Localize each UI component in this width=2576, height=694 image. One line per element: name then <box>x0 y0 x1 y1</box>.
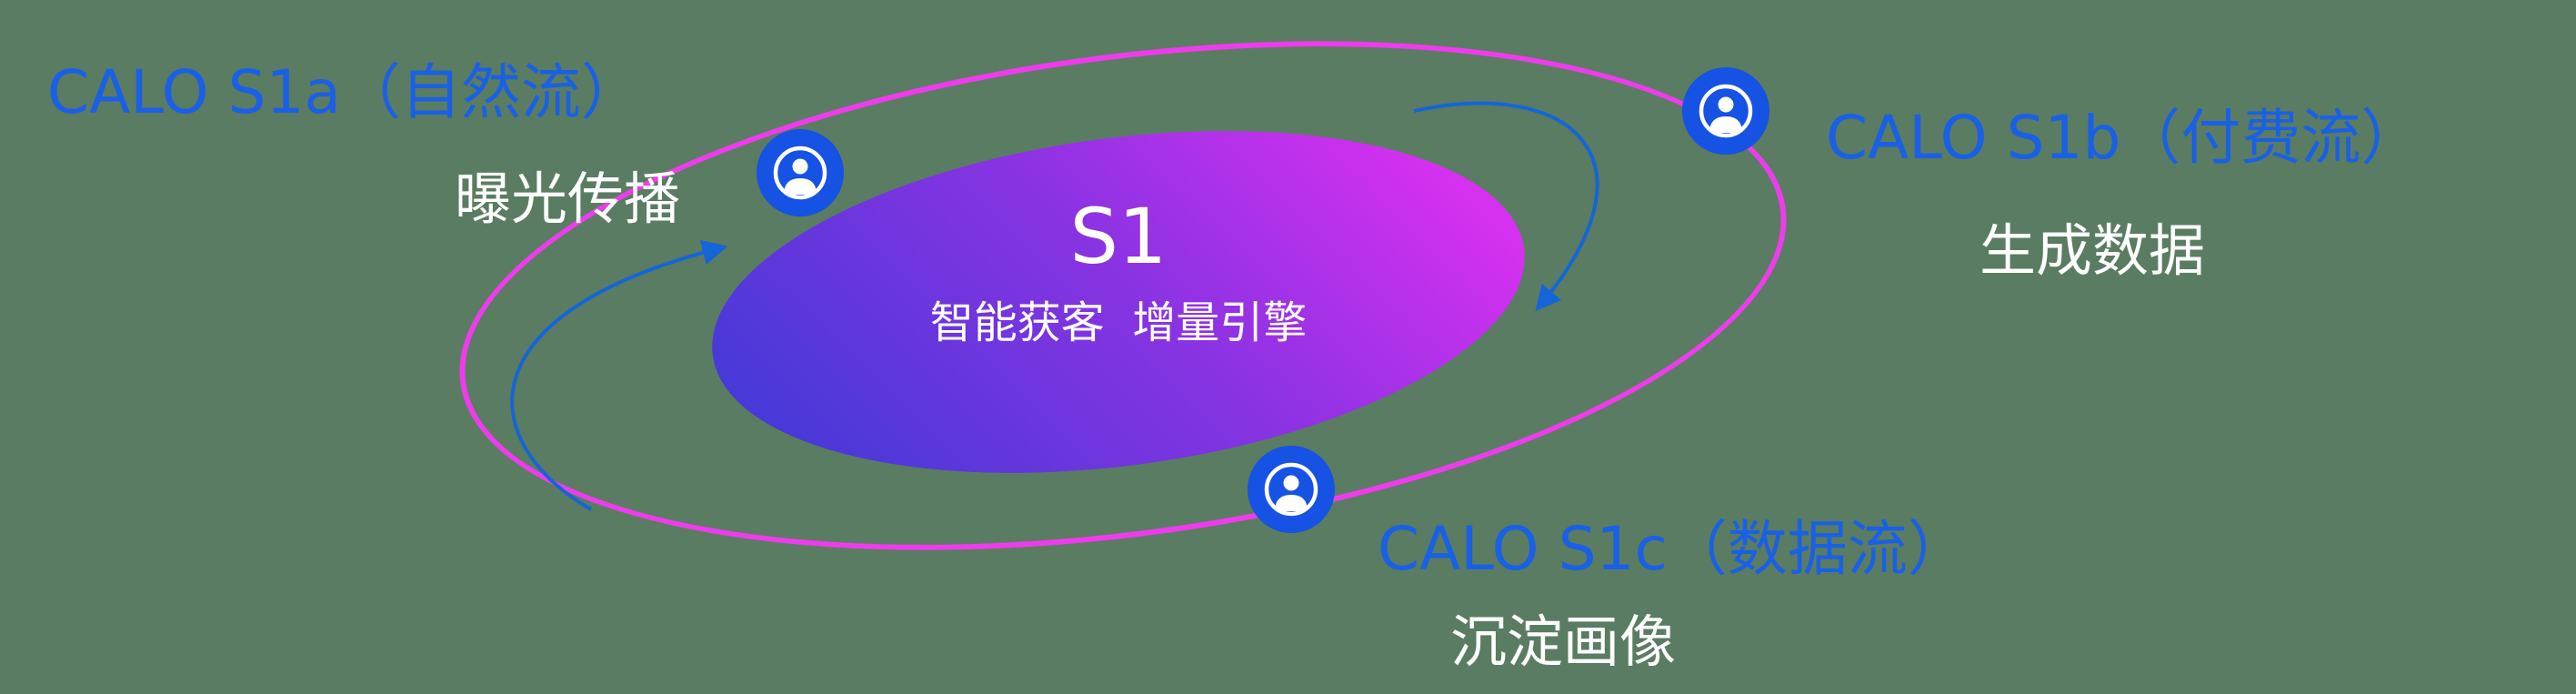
label-s1c-subtitle: 沉淀画像 <box>1450 609 1677 675</box>
core-title: S1 <box>1069 192 1168 281</box>
label-s1a-title: CALO S1a（自然流） <box>47 57 641 127</box>
user-avatar-icon <box>1248 446 1335 533</box>
user-avatar-icon <box>1682 67 1769 155</box>
label-s1b-title: CALO S1b（付费流） <box>1826 103 2421 173</box>
node-s1a[interactable] <box>757 129 844 216</box>
label-s1b-subtitle: 生成数据 <box>1980 217 2206 284</box>
core-text-block: S1 智能获客 增量引擎 <box>823 193 1414 350</box>
node-s1b[interactable] <box>1682 67 1769 155</box>
label-s1c-title: CALO S1c（数据流） <box>1378 514 1968 584</box>
node-s1c[interactable] <box>1248 446 1335 533</box>
core-subtitle: 智能获客 增量引擎 <box>929 297 1308 348</box>
label-s1a-subtitle: 曝光传播 <box>455 166 681 232</box>
user-avatar-icon <box>757 129 844 216</box>
